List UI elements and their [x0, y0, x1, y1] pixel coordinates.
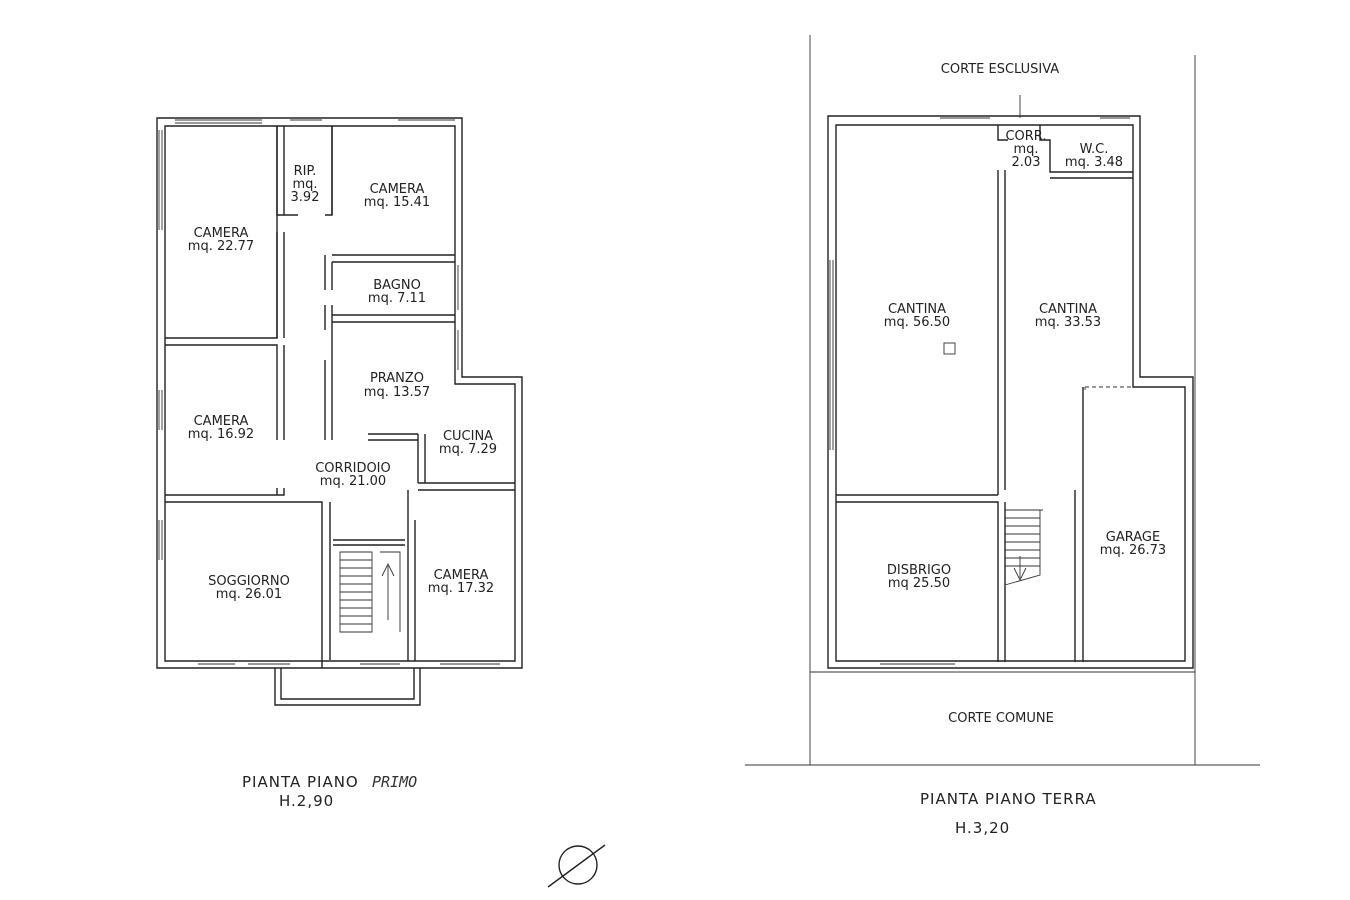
room-area: mq. 22.77 [188, 239, 254, 254]
area-label: CORTE ESCLUSIVA [941, 62, 1059, 77]
room-name: CANTINA [1039, 302, 1097, 317]
room-area: mq. 3.48 [1065, 155, 1123, 170]
room-area: 3.92 [291, 190, 320, 205]
room-area: mq 25.50 [888, 576, 950, 591]
room-area: mq. 17.32 [428, 581, 494, 596]
room-name: CAMERA [194, 226, 249, 241]
walls [827, 95, 1194, 669]
property-lines [745, 35, 1260, 766]
room-name: CAMERA [194, 414, 249, 429]
room-area: mq. 7.11 [368, 291, 426, 306]
room-name: SOGGIORNO [208, 574, 290, 589]
plan-title: PIANTA PIANO TERRA [920, 790, 1097, 808]
room-area: mq. 16.92 [188, 427, 254, 442]
room-area: mq. [292, 177, 317, 192]
orientation-symbol-icon [547, 844, 606, 888]
room-name: CUCINA [443, 429, 493, 444]
room-name: RIP. [294, 164, 317, 179]
plan-height: H.2,90 [279, 792, 334, 810]
room-area: mq. 26.01 [216, 587, 282, 602]
room-name: CAMERA [370, 182, 425, 197]
room-area: 2.03 [1012, 155, 1041, 170]
first-floor-plan: CAMERA mq. 22.77 RIP. mq. 3.92 CAMERA mq… [156, 117, 523, 810]
ground-floor-plan: CORTE ESCLUSIVA CORR. mq. 2.03 W.C. mq. … [745, 35, 1260, 837]
room-name: CORRIDOIO [315, 461, 391, 476]
walls [156, 117, 523, 706]
room-name: PRANZO [370, 371, 424, 386]
room-name: W.C. [1080, 142, 1109, 157]
plan-height: H.3,20 [955, 819, 1010, 837]
room-area: mq. 13.57 [364, 385, 430, 400]
room-area: mq. 7.29 [439, 442, 497, 457]
room-area: mq. 15.41 [364, 195, 430, 210]
room-name: CANTINA [888, 302, 946, 317]
room-name: CORR. [1005, 129, 1046, 144]
room-area: mq. [1013, 142, 1038, 157]
room-name: DISBRIGO [887, 563, 951, 578]
room-name: CAMERA [434, 568, 489, 583]
room-name: GARAGE [1106, 530, 1160, 545]
plan-title: PIANTA PIANO [242, 773, 359, 791]
room-area: mq. 21.00 [320, 474, 386, 489]
room-area: mq. 26.73 [1100, 543, 1166, 558]
plan-title-handwritten: PRIMO [372, 773, 417, 791]
room-labels: CORTE ESCLUSIVA CORR. mq. 2.03 W.C. mq. … [884, 62, 1166, 726]
room-labels: CAMERA mq. 22.77 RIP. mq. 3.92 CAMERA mq… [188, 164, 497, 602]
room-area: mq. 33.53 [1035, 315, 1101, 330]
room-name: BAGNO [373, 278, 421, 293]
area-label: CORTE COMUNE [948, 711, 1054, 726]
room-area: mq. 56.50 [884, 315, 950, 330]
